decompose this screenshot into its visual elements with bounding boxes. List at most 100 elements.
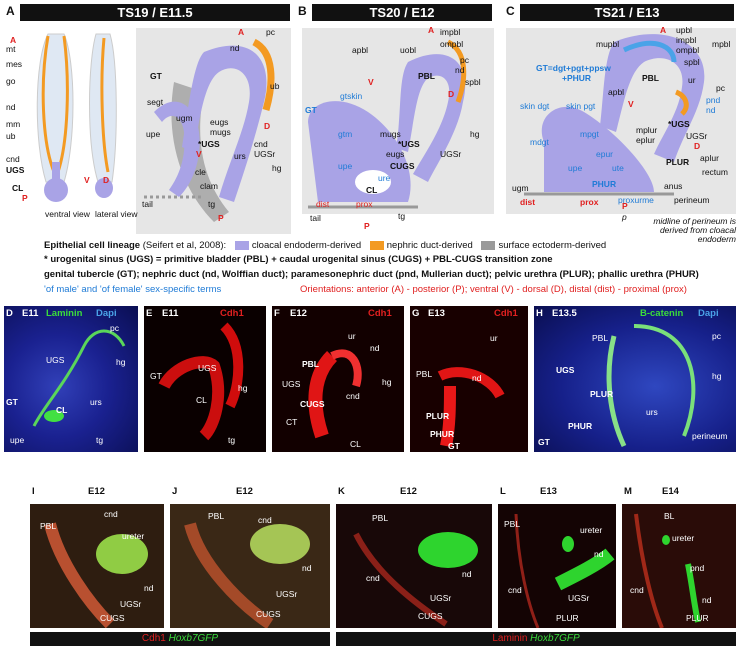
label-nd: nd xyxy=(6,102,16,112)
label-ur-g: ur xyxy=(490,333,498,343)
label-pbl-g: PBL xyxy=(416,369,433,379)
label-ugs-e: UGS xyxy=(198,363,217,373)
label-d-c: D xyxy=(694,141,701,151)
caption-left-green: Hoxb7GFP xyxy=(168,633,219,644)
label-cnd-f: cnd xyxy=(346,391,360,401)
caption-right: Laminin Hoxb7GFP xyxy=(336,632,736,646)
panel-letter-j: J xyxy=(172,486,178,497)
label-ct-f: CT xyxy=(286,417,298,427)
panel-letter-c: C xyxy=(506,4,515,18)
panel-g-stage: E13 xyxy=(428,308,445,319)
label-pc-c: pc xyxy=(716,83,725,93)
sex-specific-terms: 'of male' and 'of female' sex-specific t… xyxy=(44,284,222,295)
orientations: Orientations: anterior (A) - posterior (… xyxy=(300,284,687,295)
label-phur-plus: +PHUR xyxy=(562,73,592,83)
label-d: D xyxy=(103,175,110,185)
ventral-view-label: ventral view xyxy=(45,209,90,219)
label-pbl-h: PBL xyxy=(592,333,609,343)
label-p-c: P xyxy=(622,201,628,211)
panel-d-tissue xyxy=(32,329,126,427)
panel-m-tissue xyxy=(634,513,701,628)
label-pc-h: pc xyxy=(712,331,721,341)
panel-f-stain: Cdh1 xyxy=(368,308,392,319)
panel-f-stage: E12 xyxy=(290,308,307,319)
label-plur-l: PLUR xyxy=(556,613,579,623)
label-cl: CL xyxy=(12,183,24,193)
panel-d xyxy=(4,306,138,452)
label-p-a: P xyxy=(218,213,224,223)
panel-a-title: TS19 / E11.5 xyxy=(20,4,290,21)
panel-letter-k: K xyxy=(338,486,345,497)
label-aplur: aplur xyxy=(700,153,719,163)
label-cugs-b: CUGS xyxy=(390,161,415,171)
label-spbl-b: spbl xyxy=(465,77,481,87)
label-ugsr-c: UGSr xyxy=(686,131,708,141)
label-upe-d: upe xyxy=(10,435,25,445)
label-gt-a: GT xyxy=(150,71,162,81)
panel-i xyxy=(30,504,164,628)
label-pnd-m: pnd xyxy=(690,563,705,573)
label-pbl-i: PBL xyxy=(40,521,57,531)
label-ub: ub xyxy=(6,131,16,141)
label-nd-a: nd xyxy=(230,43,240,53)
label-ugs-b: *UGS xyxy=(398,139,420,149)
label-epur: epur xyxy=(596,149,614,159)
panel-k xyxy=(336,504,492,628)
label-ur-c: ur xyxy=(688,75,696,85)
label-tail-a: tail xyxy=(142,199,153,209)
label-nd-b: nd xyxy=(455,65,465,75)
label-ugsr-k: UGSr xyxy=(430,593,452,603)
lateral-view-label: lateral view xyxy=(95,209,138,219)
label-plur-h: PLUR xyxy=(590,389,614,399)
label-nd-l: nd xyxy=(594,549,604,559)
label-cugs-j: CUGS xyxy=(256,609,281,619)
label-cl-f: CL xyxy=(350,439,361,449)
label-ugs-d: UGS xyxy=(46,355,65,365)
panel-letter-h: H xyxy=(536,308,543,319)
label-a-b: A xyxy=(428,25,435,35)
panel-d-stain2: Dapi xyxy=(96,308,117,319)
panel-m-stage: E14 xyxy=(662,486,679,497)
label-gt-h: GT xyxy=(538,437,550,447)
label-hg-f: hg xyxy=(382,377,392,387)
label-p: P xyxy=(22,193,28,203)
label-eugs-b: eugs xyxy=(386,149,405,159)
panel-letter-e: E xyxy=(146,308,153,319)
label-eplur: eplur xyxy=(636,135,655,145)
label-skin-pgt: skin pgt xyxy=(566,101,596,111)
label-v-c: V xyxy=(628,99,634,109)
label-cl-e: CL xyxy=(196,395,207,405)
panel-k-tissue xyxy=(353,532,478,627)
label-tg-e: tg xyxy=(228,435,236,445)
caption-right-green: Hoxb7GFP xyxy=(530,633,580,644)
label-eugs: eugs xyxy=(210,117,229,127)
label-a-c: A xyxy=(660,25,667,35)
label-perineum-c: perineum xyxy=(674,195,710,205)
label-cnd-a: cnd xyxy=(254,139,268,149)
panel-d-stain1: Laminin xyxy=(46,308,83,319)
panel-e-stage: E11 xyxy=(162,308,179,319)
label-ugsr-b: UGSr xyxy=(440,149,462,159)
swatch-nephric xyxy=(369,240,384,250)
caption-right-red: Laminin xyxy=(492,633,528,644)
label-pbl-b: PBL xyxy=(418,71,435,81)
label-upbl: upbl xyxy=(676,25,693,35)
label-a: A xyxy=(10,35,17,45)
label-dist-c: dist xyxy=(520,197,536,207)
label-clam: clam xyxy=(200,181,218,191)
panel-e-stain: Cdh1 xyxy=(220,308,244,319)
label-prox-b: prox xyxy=(356,199,373,209)
panel-i-stage: E12 xyxy=(88,486,105,497)
label-proxurme: proxurme xyxy=(618,195,654,205)
panel-letter-d: D xyxy=(6,308,13,319)
label-upe: upe xyxy=(146,129,161,139)
label-nd-f: nd xyxy=(370,343,380,353)
label-v-b: V xyxy=(368,77,374,87)
panel-g xyxy=(410,306,528,452)
label-gtm: gtm xyxy=(338,129,353,139)
label-pnd-c: pnd xyxy=(706,95,721,105)
label-ugsr-j: UGSr xyxy=(276,589,298,599)
ugs-definition: * urogenital sinus (UGS) = primitive bla… xyxy=(44,254,553,265)
panel-g-stain: Cdh1 xyxy=(494,308,518,319)
label-pbl-c: PBL xyxy=(642,73,659,83)
